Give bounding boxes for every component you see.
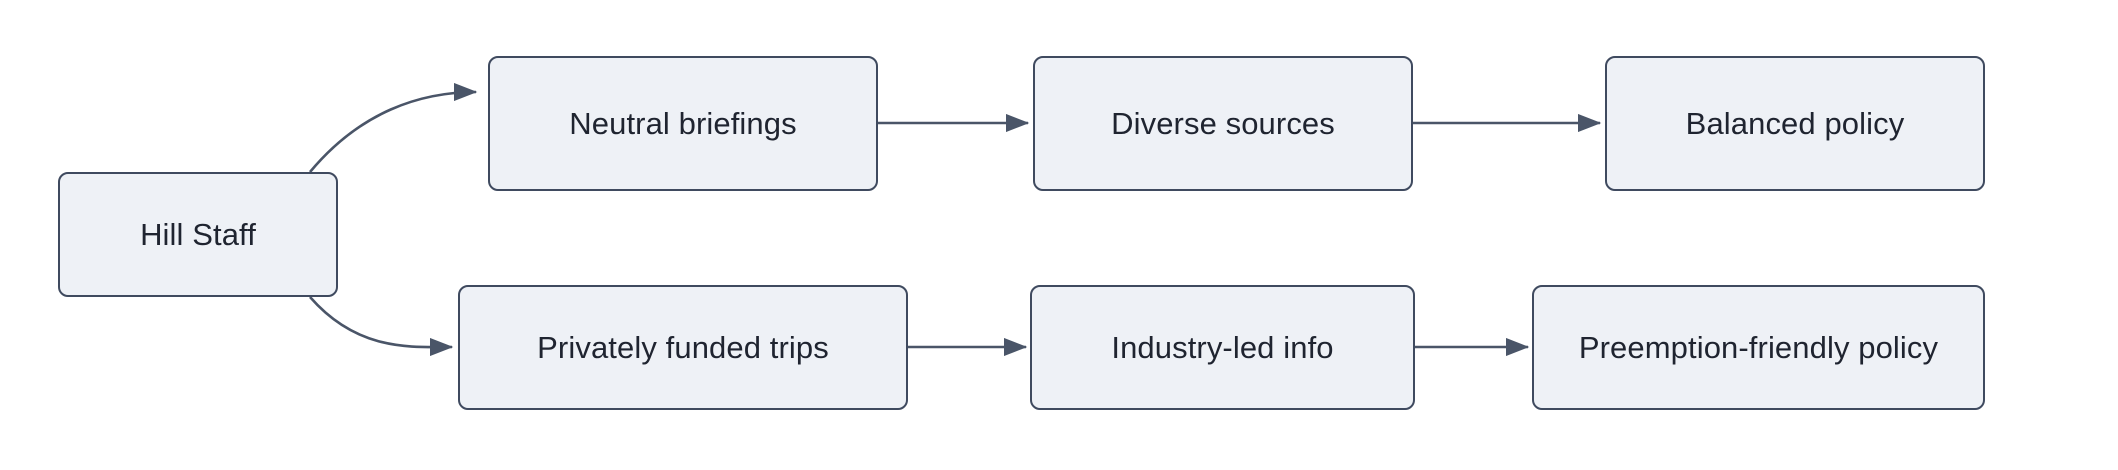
node-label-industry-led-info: Industry-led info xyxy=(1111,329,1334,365)
node-preemption-friendly-policy[interactable]: Preemption-friendly policy xyxy=(1532,285,1985,410)
node-label-privately-funded-trips: Privately funded trips xyxy=(537,329,829,365)
node-label-diverse-sources: Diverse sources xyxy=(1111,105,1335,141)
node-balanced-policy[interactable]: Balanced policy xyxy=(1605,56,1985,191)
node-neutral-briefings[interactable]: Neutral briefings xyxy=(488,56,878,191)
node-label-hill-staff: Hill Staff xyxy=(140,216,256,252)
node-label-balanced-policy: Balanced policy xyxy=(1685,105,1905,141)
node-label-preemption-friendly-policy: Preemption-friendly policy xyxy=(1578,329,1939,365)
node-label-neutral-briefings: Neutral briefings xyxy=(569,105,797,141)
edge-hill-staff-to-privately-funded-trips xyxy=(309,296,454,357)
node-privately-funded-trips[interactable]: Privately funded trips xyxy=(458,285,908,410)
edge-hill-staff-to-neutral-briefings xyxy=(309,82,478,173)
node-diverse-sources[interactable]: Diverse sources xyxy=(1033,56,1413,191)
node-hill-staff[interactable]: Hill Staff xyxy=(58,172,338,297)
node-industry-led-info[interactable]: Industry-led info xyxy=(1030,285,1415,410)
